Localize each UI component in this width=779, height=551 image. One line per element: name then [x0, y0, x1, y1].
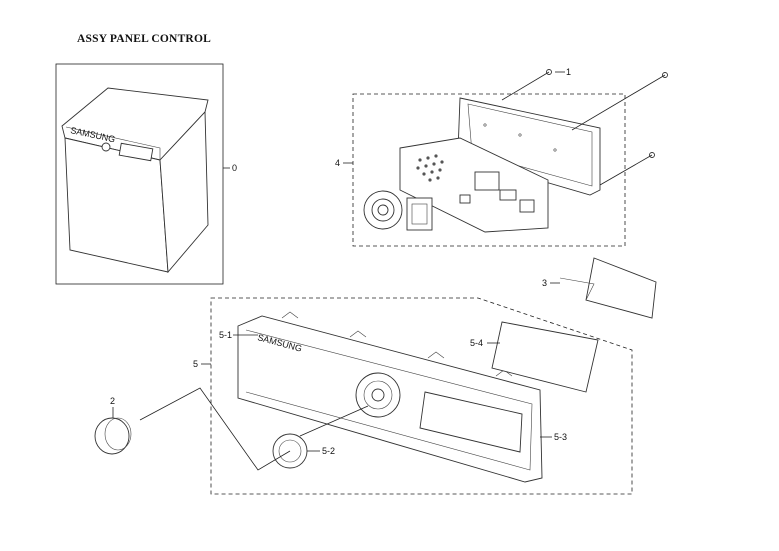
- callout-2: 2: [110, 396, 115, 406]
- callout-5-4: 5-4: [470, 338, 483, 348]
- callout-5-2: 5-2: [322, 446, 335, 456]
- pcb-group-boundary: [352, 93, 626, 247]
- callout-5-3: 5-3: [554, 432, 567, 442]
- pcb-icon: [363, 97, 601, 233]
- washer-frame: [55, 63, 224, 285]
- knob-icon: [94, 417, 132, 455]
- washer-icon: SAMSUNG: [61, 87, 209, 274]
- screw-icon: [599, 152, 655, 186]
- screw-icon: [571, 72, 668, 131]
- label-sheet: 3: [542, 257, 657, 319]
- washer-assembly: SAMSUNG 0: [55, 63, 237, 285]
- pcb-assembly: 1 4: [335, 67, 668, 247]
- display-cover: [491, 321, 599, 393]
- callout-4: 4: [335, 158, 340, 168]
- screw-icon: [501, 69, 552, 101]
- callout-1: 1: [566, 67, 571, 77]
- leader-ring-to-panel: [299, 405, 369, 437]
- callout-3: 3: [542, 278, 547, 288]
- callout-5: 5: [193, 359, 198, 369]
- diagram-title: ASSY PANEL CONTROL: [77, 33, 211, 45]
- control-panel-assembly: SAMSUNG 5-4 5-2 5-1 5-3 5: [193, 297, 633, 495]
- callout-5-1: 5-1: [219, 330, 232, 340]
- callout-0: 0: [232, 163, 237, 173]
- leader-knob-to-dial: [139, 387, 291, 471]
- panel-icon: SAMSUNG: [237, 311, 543, 483]
